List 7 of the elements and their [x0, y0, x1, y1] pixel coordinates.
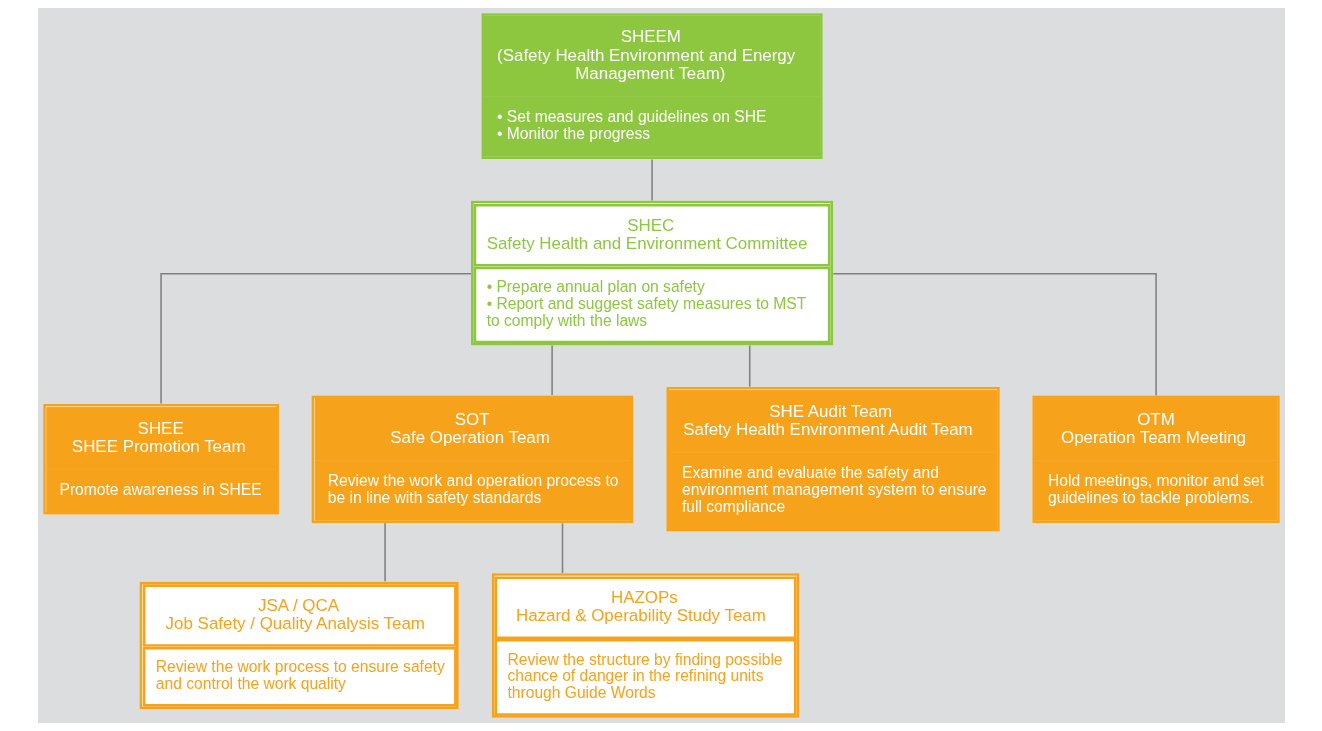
- connector: [383, 522, 386, 583]
- connector: [550, 344, 553, 396]
- connector: [832, 272, 1157, 397]
- connector: [748, 344, 750, 388]
- connector: [159, 272, 472, 405]
- connector: [561, 522, 563, 574]
- connector: [650, 158, 653, 202]
